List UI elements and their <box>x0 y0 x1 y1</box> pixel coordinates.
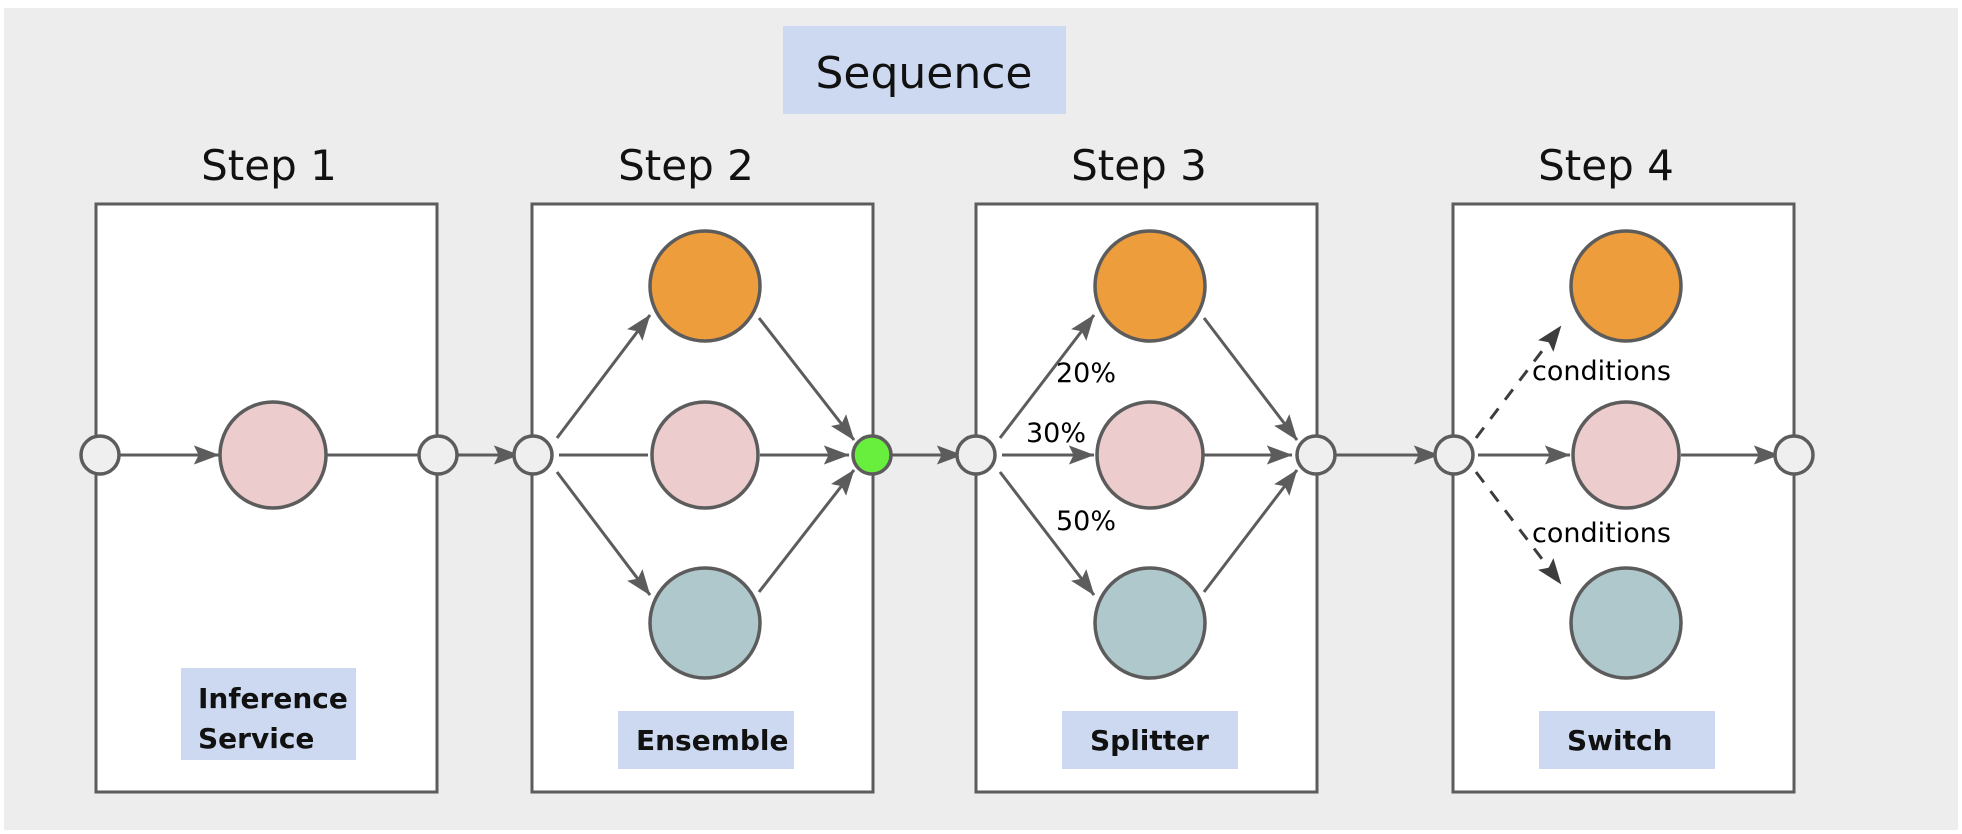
diagram-canvas: Sequence Step 1 Step 2 Step 3 Step 4 Inf… <box>4 8 1958 830</box>
step-panel-2-tag-label: Ensemble <box>636 724 789 757</box>
edge-label-conditions-top: conditions <box>1532 356 1671 387</box>
edge-conn2-to-bottom <box>555 471 652 596</box>
step-panel-2-tag-box <box>618 711 794 769</box>
connector-node-step3-out[interactable] <box>1295 434 1337 476</box>
step-header-1: Step 1 <box>201 141 337 190</box>
model-node-top[interactable] <box>648 229 762 343</box>
sequence-title-label: Sequence <box>815 48 1032 99</box>
model-node[interactable] <box>218 400 328 510</box>
connector-node-step3-in[interactable] <box>955 434 997 476</box>
step-panel-3[interactable]: 20% 30% 50% Splitter <box>891 202 1319 794</box>
connector-node-ensemble-join[interactable] <box>851 434 893 476</box>
step-panel-1-tag-box <box>181 668 356 760</box>
model-node-middle[interactable] <box>1095 400 1205 510</box>
model-node-middle[interactable] <box>650 400 760 510</box>
edge-top-to-conn4 <box>1202 317 1299 441</box>
step-panel-1-tag-line-1: Inference <box>198 682 348 715</box>
sequence-title-box <box>783 26 1066 114</box>
edge-conn3-to-bottom <box>998 471 1096 596</box>
edge-label-top: 20% <box>1056 358 1116 389</box>
model-node-top[interactable] <box>1569 229 1683 343</box>
edge-label-conditions-bottom: conditions <box>1532 518 1671 549</box>
step-panel-2[interactable]: Ensemble <box>437 202 875 794</box>
step-panel-1-tag-line-2: Service <box>198 722 314 755</box>
edge-label-middle: 30% <box>1026 418 1086 449</box>
edge-conn2-to-top <box>555 314 652 439</box>
edge-label-bottom: 50% <box>1056 506 1116 537</box>
step-header-3: Step 3 <box>1071 141 1207 190</box>
edge-bottom-to-conn4 <box>1202 469 1299 593</box>
step-panel-3-tag-label: Splitter <box>1090 724 1209 757</box>
step-panel-3-tag-box <box>1062 711 1238 769</box>
step-header-4: Step 4 <box>1538 141 1674 190</box>
model-node-top[interactable] <box>1093 229 1207 343</box>
step-header-2: Step 2 <box>618 141 754 190</box>
edge-bottom-to-green <box>757 469 856 593</box>
connector-node-output[interactable] <box>1773 434 1815 476</box>
step-panel-4-tag-label: Switch <box>1567 724 1673 757</box>
model-node-bottom[interactable] <box>648 566 762 680</box>
model-node-bottom[interactable] <box>1093 566 1207 680</box>
connector-node-input[interactable] <box>79 434 121 476</box>
model-node-middle[interactable] <box>1571 400 1681 510</box>
step-panel-1[interactable]: Inference Service <box>94 202 439 794</box>
sequence-title: Sequence <box>783 26 1066 114</box>
step-panel-4[interactable]: conditions conditions Switch <box>1334 202 1796 794</box>
sequence-diagram: Sequence Step 1 Step 2 Step 3 Step 4 Inf… <box>79 26 1815 794</box>
model-node-bottom[interactable] <box>1569 566 1683 680</box>
connector-node-step1-out[interactable] <box>417 434 459 476</box>
edge-conn3-to-top <box>998 314 1096 439</box>
connector-node-step4-in[interactable] <box>1433 434 1475 476</box>
step-panel-4-tag-box <box>1539 711 1715 769</box>
edge-top-to-green <box>757 317 856 441</box>
connector-node-step2-in[interactable] <box>512 434 554 476</box>
